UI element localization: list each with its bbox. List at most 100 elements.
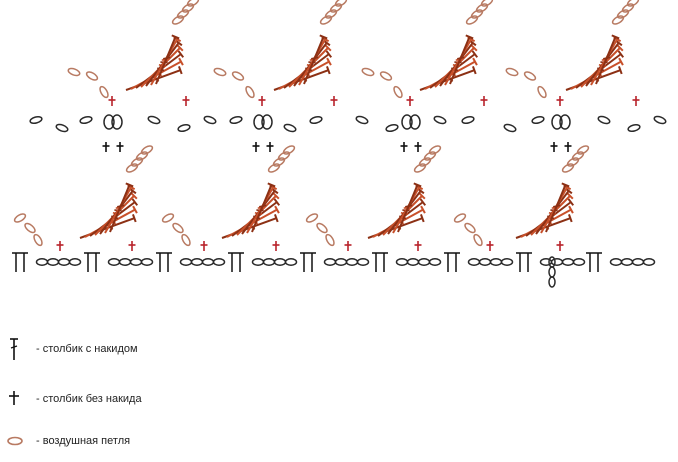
chain-stitch: [550, 258, 564, 266]
chain-stitch: [355, 115, 369, 125]
chain-stitch: [181, 233, 191, 247]
chain-stitch: [67, 67, 81, 77]
chain-stitch: [356, 258, 370, 266]
chain-stitch: [179, 258, 193, 266]
dc-stitch: [155, 34, 180, 85]
chain-stitch: [409, 114, 421, 130]
sc-stitch: [564, 142, 572, 152]
chain-stitch: [642, 258, 656, 266]
chain-stitch: [103, 114, 115, 130]
chain-stitch: [24, 222, 36, 234]
chain-stitch: [576, 145, 590, 155]
chain-stitch: [85, 71, 99, 81]
legend-item-sc: - столбик без накида: [6, 386, 142, 412]
base-dc-stitch: [228, 252, 236, 272]
chain-stitch: [140, 145, 154, 155]
base-dc-stitch: [156, 252, 164, 272]
chain-stitch: [262, 258, 276, 266]
chain-stitch: [653, 115, 667, 125]
chain-stitch: [551, 114, 563, 130]
legend-label-ch: - воздушная петля: [36, 435, 131, 447]
dc-stitch: [109, 182, 134, 233]
chain-stitch: [559, 114, 571, 130]
base-dc-stitch: [380, 252, 388, 272]
base-dc-stitch: [236, 252, 244, 272]
chain-stitch: [55, 123, 69, 133]
chain-stitch: [261, 114, 273, 130]
chain-stitch: [334, 258, 348, 266]
chain-stitch: [393, 85, 403, 99]
chain-stitch: [489, 258, 503, 266]
dc-stitch: [397, 182, 422, 233]
chain-stitch: [161, 213, 175, 223]
chain-stitch: [417, 258, 431, 266]
chain-stitch: [467, 258, 481, 266]
legend-item-dc: - столбик с накидом: [6, 336, 138, 362]
chain-stitch: [253, 114, 265, 130]
sc-symbol-icon: [9, 391, 19, 405]
dc-stitch: [595, 34, 620, 85]
chain-stitch: [461, 115, 475, 125]
legend-label-dc: - столбик с накидом: [36, 343, 138, 355]
chain-stitch: [478, 258, 492, 266]
chain-stitch: [428, 145, 442, 155]
sc-stitch: [272, 241, 280, 251]
chain-stitch: [203, 115, 217, 125]
chain-stitch: [284, 258, 298, 266]
chain-stitch: [548, 266, 556, 278]
chain-stitch: [79, 115, 93, 125]
base-dc-stitch: [452, 252, 460, 272]
dc-stitch: [545, 182, 570, 233]
base-dc-stitch: [84, 252, 92, 272]
sc-stitch: [632, 96, 640, 106]
base-dc-stitch: [586, 252, 594, 272]
sc-stitch: [550, 142, 558, 152]
chain-stitch: [13, 213, 27, 223]
base-dc-stitch: [524, 252, 532, 272]
sc-stitch: [486, 241, 494, 251]
base-dc-stitch: [164, 252, 172, 272]
sc-stitch: [56, 241, 64, 251]
sc-stitch: [400, 142, 408, 152]
chain-stitch: [245, 85, 255, 99]
chain-stitch: [177, 123, 191, 133]
chain-stitch: [316, 222, 328, 234]
chain-stitch: [453, 213, 467, 223]
chain-stitch: [537, 85, 547, 99]
chain-stitch: [548, 276, 556, 288]
sc-stitch: [406, 96, 414, 106]
chain-stitch: [229, 115, 243, 125]
chain-stitch: [190, 258, 204, 266]
chain-stitch: [325, 233, 335, 247]
sc-stitch: [252, 142, 260, 152]
dc-stitch: [303, 34, 328, 85]
chain-stitch: [334, 0, 348, 7]
chain-stitch: [186, 0, 200, 7]
chain-stitch: [609, 258, 623, 266]
chain-stitch: [345, 258, 359, 266]
chain-stitch: [401, 114, 413, 130]
chain-stitch: [385, 123, 399, 133]
sc-stitch: [102, 142, 110, 152]
chain-stitch: [406, 258, 420, 266]
chain-stitch: [231, 71, 245, 81]
chain-stitch: [273, 258, 287, 266]
sc-stitch: [556, 241, 564, 251]
crochet-chart: [12, 0, 667, 288]
chain-stitch: [379, 71, 393, 81]
chain-stitch: [140, 258, 154, 266]
chain-stitch: [46, 258, 60, 266]
chain-stitch: [251, 258, 265, 266]
chain-stitch: [480, 0, 494, 7]
sc-stitch: [414, 142, 422, 152]
chain-stitch: [464, 222, 476, 234]
chain-stitch: [323, 258, 337, 266]
chain-stitch: [213, 67, 227, 77]
chain-stitch: [428, 258, 442, 266]
sc-stitch: [480, 96, 488, 106]
chain-stitch: [309, 115, 323, 125]
legend-label-sc: - столбик без накида: [36, 393, 142, 405]
sc-stitch: [330, 96, 338, 106]
chain-stitch: [433, 115, 447, 125]
sc-stitch: [116, 142, 124, 152]
